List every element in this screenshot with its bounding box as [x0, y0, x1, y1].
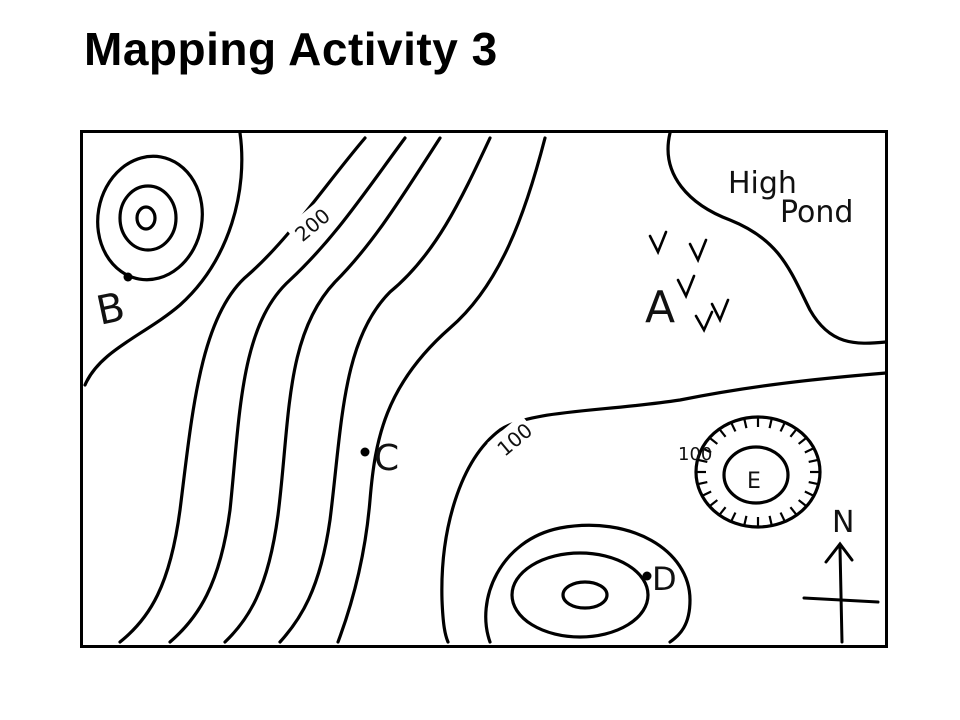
hachure-tick [697, 480, 708, 486]
north-label: N [832, 505, 854, 540]
hachure-tick [730, 421, 737, 432]
map-border [80, 130, 888, 648]
pond-label-line2: Pond [780, 195, 853, 230]
hachure-tick [718, 428, 727, 438]
hachure-tick [808, 458, 819, 464]
hachure-tick [718, 506, 727, 516]
hachure-tick [708, 436, 719, 445]
hachure-ticks [696, 417, 820, 527]
hachure-tick [708, 499, 719, 508]
hachure-tick [779, 421, 786, 432]
hachure-tick [804, 490, 815, 497]
north-arrow-icon [802, 541, 880, 644]
contour-100-main [440, 371, 888, 644]
hachure-tick [797, 499, 808, 508]
hachure-tick [779, 512, 786, 523]
hachure-tick [768, 515, 773, 526]
point-b-marker [123, 272, 133, 282]
point-c-label: C [374, 438, 399, 479]
point-c-marker [360, 447, 370, 457]
point-e-label: E [747, 469, 761, 494]
point-b-label: B [93, 284, 129, 335]
point-a-label: A [645, 282, 675, 333]
page-title: Mapping Activity 3 [84, 23, 498, 75]
marsh-symbols [648, 230, 730, 333]
contour-label-100-hill: 100 [678, 444, 712, 465]
hachure-tick [701, 490, 712, 497]
point-d-label: D [652, 560, 677, 598]
hill-d-contours [484, 523, 692, 644]
hachure-tick [701, 447, 712, 454]
slope-contours [118, 136, 547, 644]
pond-label-line1: High [728, 166, 797, 201]
hachure-tick [789, 506, 798, 516]
hachure-tick [743, 418, 748, 429]
hachure-tick [768, 418, 773, 429]
topographic-map: B 200 C High Pond A 100 D E 100 [80, 130, 888, 648]
point-d-marker [642, 571, 652, 581]
hachure-tick [804, 447, 815, 454]
hachure-tick [697, 458, 708, 464]
hachure-tick [797, 436, 808, 445]
hachure-tick [730, 512, 737, 523]
pond-outline [666, 131, 888, 345]
hachure-tick [743, 515, 748, 526]
hachure-tick [789, 428, 798, 438]
hill-b-contours [83, 131, 244, 387]
hachure-tick [808, 480, 819, 486]
